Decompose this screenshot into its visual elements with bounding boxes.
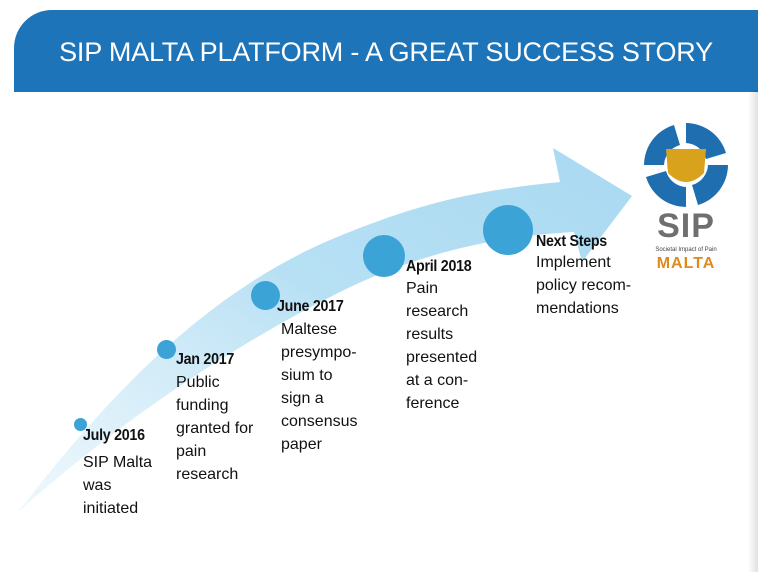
page-title: SIP MALTA PLATFORM - A GREAT SUCCESS STO… xyxy=(59,37,713,67)
milestone-title: Jan 2017 xyxy=(176,351,235,368)
milestone-title: June 2017 xyxy=(277,298,344,315)
logo-emblem-icon xyxy=(642,121,730,209)
milestone-text: Implement policy recom- mendations xyxy=(536,254,632,317)
logo-country: MALTA xyxy=(656,255,716,272)
milestone-text: Maltese presympo- sium to sign a consens… xyxy=(281,321,358,453)
milestone-dot-april-2018 xyxy=(363,235,405,277)
header-bar: SIP MALTA PLATFORM - A GREAT SUCCESS STO… xyxy=(14,10,758,92)
milestone-title: Next Steps xyxy=(536,233,607,250)
milestone-dot-june-2017 xyxy=(251,281,280,310)
sip-malta-logo: SIP Societal Impact of Pain MALTA xyxy=(636,115,746,285)
milestone-text: SIP Malta was initiated xyxy=(83,454,153,517)
milestone-dot-next-steps xyxy=(483,205,533,255)
milestone-dot-jan-2017 xyxy=(157,340,176,359)
milestone-dot-july-2016 xyxy=(74,418,87,431)
milestone-title: July 2016 xyxy=(83,427,145,444)
logo-tagline: Societal Impact of Pain xyxy=(655,247,717,253)
logo-wordmark: SIP xyxy=(657,207,715,245)
milestone-text: Public funding granted for pain research xyxy=(176,374,254,483)
arrow-body xyxy=(18,148,632,512)
milestone-text: Pain research results presented at a con… xyxy=(406,280,478,412)
milestone-title: April 2018 xyxy=(406,258,472,275)
